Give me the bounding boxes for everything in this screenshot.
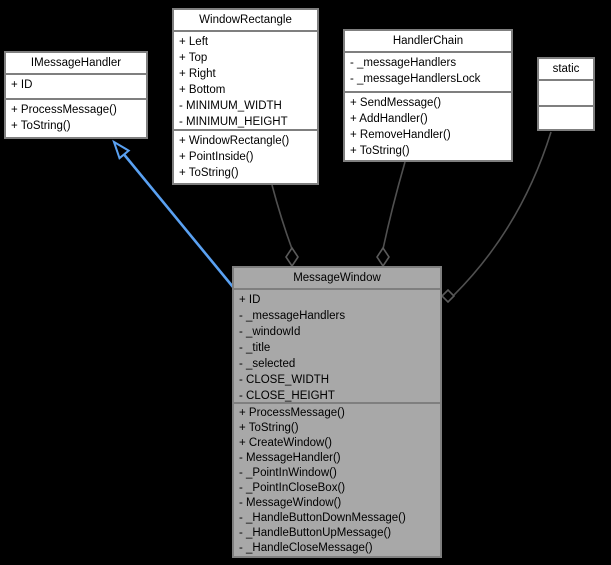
generalization-messagewindow-imessagehandler [112, 139, 235, 288]
member-row: - _messageHandlers [350, 57, 457, 69]
member-row: + ToString() [239, 422, 299, 434]
aggregation-windowrectangle-messagewindow [271, 184, 299, 268]
class-box-imessagehandler[interactable]: IMessageHandler + ID + ProcessMessage()+… [4, 51, 148, 139]
class-title: HandlerChain [345, 31, 511, 53]
member-row: + ProcessMessage() [239, 407, 345, 419]
methods-compartment: + ProcessMessage() + ToString() + CreateWi… [234, 402, 440, 556]
generalization-arrowhead-icon [112, 139, 131, 160]
member-row: + ToString() [11, 120, 71, 132]
class-title: WindowRectangle [174, 10, 317, 32]
class-box-static[interactable]: static [537, 57, 595, 131]
member-row: + Left [179, 36, 209, 48]
attributes-compartment: + ID [6, 75, 146, 98]
member-row: - MessageHandler() [239, 452, 341, 464]
member-row: + Right [179, 68, 216, 80]
member-row: + RemoveHandler() [350, 129, 451, 141]
aggregation-line [382, 161, 406, 250]
member-row: + ToString() [179, 167, 239, 179]
class-title: static [539, 59, 593, 81]
member-row: + Bottom [179, 84, 226, 96]
member-row: + Top [179, 52, 208, 64]
member-row: - _HandleCloseMessage() [239, 542, 373, 554]
member-row: - _HandleButtonUpMessage() [239, 527, 392, 539]
member-row: - _PointInWindow() [239, 467, 337, 479]
aggregation-diamond-icon [285, 246, 299, 268]
member-row: + PointInside() [179, 151, 254, 163]
attributes-compartment: + Left + Top + Right + Bottom - MINIMUM_WIDT… [174, 32, 317, 129]
member-row: - _PointInCloseBox() [239, 482, 346, 494]
member-row: - CLOSE_WIDTH [239, 374, 330, 386]
member-row: - _HandleButtonDownMessage() [239, 512, 406, 524]
class-box-windowrectangle[interactable]: WindowRectangle + Left + Top + Right + Bott… [172, 8, 319, 185]
aggregation-line [453, 131, 552, 296]
aggregation-static-messagewindow [440, 131, 552, 304]
member-row: + CreateWindow() [239, 437, 332, 449]
member-row: + AddHandler() [350, 113, 428, 125]
attributes-compartment [539, 81, 593, 105]
member-row: - _selected [239, 358, 296, 370]
aggregation-diamond-icon [376, 246, 390, 268]
methods-compartment: + WindowRectangle() + PointInside() + ToSt… [174, 129, 317, 183]
aggregation-handlerchain-messagewindow [376, 161, 406, 268]
member-row: + ToString() [350, 145, 410, 157]
member-row: - _messageHandlers [239, 310, 346, 322]
member-row: + WindowRectangle() [179, 135, 290, 147]
class-box-handlerchain[interactable]: HandlerChain - _messageHandlers- _messag… [343, 29, 513, 162]
class-box-messagewindow[interactable]: MessageWindow + ID - _messageHandlers - _w… [232, 266, 442, 558]
methods-compartment: + ProcessMessage() + ToString() [6, 98, 146, 137]
member-row: - MessageWindow() [239, 497, 342, 509]
class-title: IMessageHandler [6, 53, 146, 75]
member-row: - MINIMUM_HEIGHT [179, 116, 288, 128]
member-row: - _title [239, 342, 271, 354]
generalization-line [122, 153, 235, 288]
attributes-compartment: - _messageHandlers - _messageHandlersLock [345, 53, 511, 91]
methods-compartment: + SendMessage() + AddHandler() + RemoveHan… [345, 91, 511, 160]
member-row: - CLOSE_HEIGHT [239, 390, 335, 402]
aggregation-diamond-icon [440, 288, 456, 304]
member-row: - _windowId [239, 326, 301, 338]
attributes-compartment: + ID - _messageHandlers - _windowId - _titl… [234, 290, 440, 402]
member-row: + SendMessage() [350, 97, 442, 109]
member-row: - MINIMUM_WIDTH [179, 100, 282, 112]
aggregation-line [271, 184, 293, 250]
member-row: + ID [239, 294, 261, 306]
member-row: + ProcessMessage() [11, 104, 117, 116]
member-row: - _messageHandlersLock [350, 73, 481, 85]
member-row: + ID [11, 79, 33, 91]
methods-compartment [539, 105, 593, 129]
class-title: MessageWindow [234, 268, 440, 290]
